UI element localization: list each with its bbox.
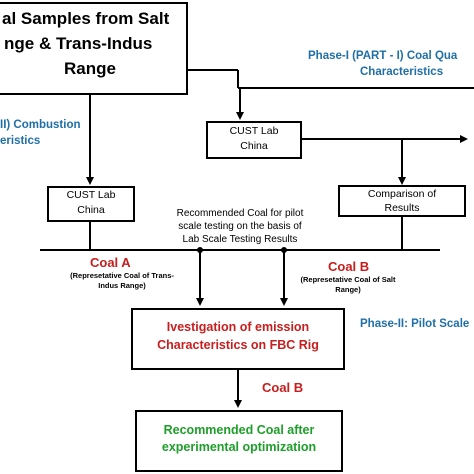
coal-a-note-line1: (Represetative Coal of Trans- xyxy=(70,271,174,280)
recommended-note-line1: Recommended Coal for pilot xyxy=(176,208,304,219)
investigation-line1: Ivestigation of emission xyxy=(166,320,310,334)
final-line1: Recommended Coal after xyxy=(163,423,315,437)
cust-lab-right-box xyxy=(206,121,302,159)
phase2-label: Phase-II: Pilot Scale xyxy=(360,318,470,330)
top-box-line3: Range xyxy=(64,59,116,78)
recommended-note-line3: Lab Scale Testing Results xyxy=(182,234,298,245)
cust-lab-left-box xyxy=(47,186,135,222)
comparison-box xyxy=(338,185,466,217)
junction-dot-right xyxy=(281,247,287,253)
phase1-coal-label-line2: Characteristics xyxy=(360,66,444,78)
top-box xyxy=(0,2,188,95)
junction-dot-left xyxy=(197,247,203,253)
top-box-line1: al Samples from Salt xyxy=(2,9,170,28)
coal-b-note-line1: (Represetative Coal of Salt xyxy=(300,275,396,284)
comparison-line2: Results xyxy=(384,202,420,214)
coal-a-label: Coal A xyxy=(90,255,131,270)
phase1-combustion-label-line2: eristics xyxy=(0,135,41,147)
phase1-coal-label-line1: Phase-I (PART - I) Coal Qua xyxy=(308,50,458,62)
coal-b-label: Coal B xyxy=(328,259,370,274)
cust-lab-left-line2: China xyxy=(77,204,105,216)
comparison-line1: Comparison of xyxy=(367,188,437,200)
cust-lab-right-line2: China xyxy=(240,140,268,152)
recommended-note-line2: scale testing on the basis of xyxy=(178,221,302,232)
phase1-combustion-label-line1: II) Combustion xyxy=(0,119,81,131)
coal-b-bottom-label: Coal B xyxy=(262,380,304,395)
cust-lab-left-line1: CUST Lab xyxy=(66,189,116,201)
coal-b-note-line2: Range) xyxy=(335,285,361,294)
cust-lab-right-line1: CUST Lab xyxy=(229,125,279,137)
top-box-line2: nge & Trans-Indus xyxy=(4,34,153,53)
investigation-line2: Characteristics on FBC Rig xyxy=(157,338,319,352)
final-box xyxy=(135,410,343,472)
final-line2: experimental optimization xyxy=(161,440,317,454)
investigation-box xyxy=(131,308,345,370)
coal-a-note-line2: Indus Range) xyxy=(98,281,146,290)
